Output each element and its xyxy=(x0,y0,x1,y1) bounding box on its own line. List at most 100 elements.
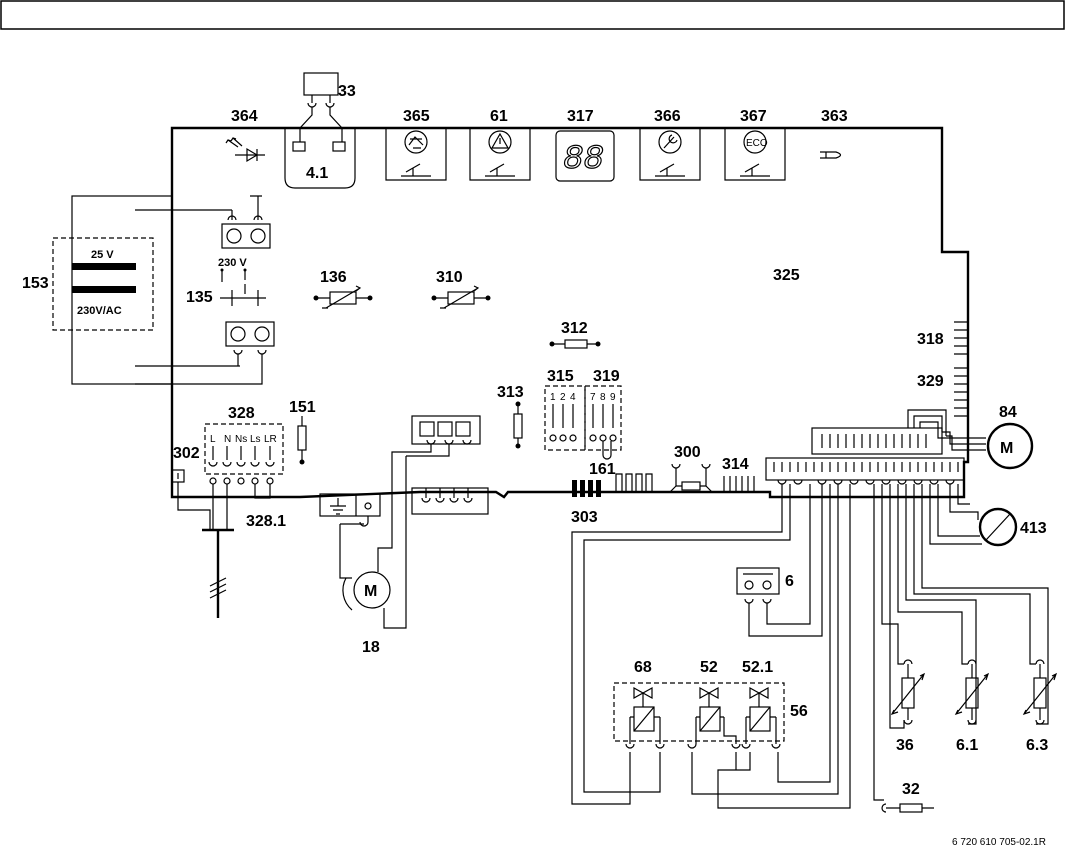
label-328-1: 328.1 xyxy=(246,513,286,530)
label-136: 136 xyxy=(320,269,347,286)
component-4-1: 4.1 xyxy=(284,128,356,189)
label-36: 36 xyxy=(896,737,914,754)
label-153: 153 xyxy=(22,275,49,292)
svg-text:N: N xyxy=(224,434,231,445)
component-366-button: 366 xyxy=(639,108,701,181)
control-board-outline xyxy=(170,126,970,499)
svg-text:7: 7 xyxy=(590,392,596,403)
svg-text:1: 1 xyxy=(550,392,556,403)
connector-161: 161 xyxy=(589,461,653,492)
label-230v: 230 V xyxy=(218,257,247,269)
label-303: 303 xyxy=(571,509,598,526)
terminal-230v xyxy=(135,321,275,385)
board-plug-bottom xyxy=(411,487,489,515)
label-6-3: 6.3 xyxy=(1026,737,1048,754)
svg-text:9: 9 xyxy=(610,392,616,403)
svg-text:8: 8 xyxy=(600,392,606,403)
component-315-319-coding: 315 319 1 2 4 7 8 9 xyxy=(544,368,622,460)
label-367: 367 xyxy=(740,108,767,125)
component-56-gas-valve: 56 68 52 52.1 xyxy=(613,659,808,749)
connector-314: 314 xyxy=(722,456,755,492)
label-328: 328 xyxy=(228,405,255,422)
label-315: 315 xyxy=(547,368,574,385)
component-302-earth: 302 xyxy=(171,445,234,618)
label-413: 413 xyxy=(1020,520,1047,537)
svg-text:Ls: Ls xyxy=(250,434,261,445)
svg-text:L: L xyxy=(210,434,216,445)
label-61: 61 xyxy=(490,108,508,125)
earth-terminal xyxy=(319,493,381,527)
component-364-led: 364 xyxy=(225,108,265,163)
label-313: 313 xyxy=(497,384,524,401)
label-363: 363 xyxy=(821,108,848,125)
component-365-button: 365 xyxy=(385,108,447,181)
label-33: 33 xyxy=(338,83,356,100)
label-325: 325 xyxy=(773,267,800,284)
component-367-eco-button: 367 ECO xyxy=(724,108,786,181)
component-413: 413 xyxy=(929,484,1047,547)
component-18-pump: M 18 xyxy=(339,456,407,656)
svg-text:LR: LR xyxy=(264,434,277,445)
label-6: 6 xyxy=(785,573,794,590)
connector-329: 329 xyxy=(917,367,968,417)
component-6-1: 6.1 xyxy=(954,659,990,754)
label-230vac: 230V/AC xyxy=(77,305,122,317)
label-302: 302 xyxy=(173,445,200,462)
terminal-25v xyxy=(221,195,271,249)
valve-wiring xyxy=(571,484,851,809)
component-310-ntc: 310 xyxy=(431,269,491,309)
svg-text:2: 2 xyxy=(560,392,566,403)
display-digits: 88 xyxy=(563,141,604,179)
label-312: 312 xyxy=(561,320,588,337)
label-56: 56 xyxy=(790,703,808,720)
label-32: 32 xyxy=(902,781,920,798)
component-33: 33 xyxy=(299,72,356,142)
label-365: 365 xyxy=(403,108,430,125)
sensor-wiring xyxy=(873,484,1049,801)
motor-18-text: M xyxy=(364,583,377,600)
svg-text:Ns: Ns xyxy=(235,434,247,445)
motor-84-text: M xyxy=(1000,440,1013,457)
label-52-1: 52.1 xyxy=(742,659,773,676)
label-18: 18 xyxy=(362,639,380,656)
component-136-ntc: 136 xyxy=(313,269,373,309)
component-36: 36 xyxy=(890,659,926,754)
label-135: 135 xyxy=(186,289,213,306)
connector-303: 303 xyxy=(571,480,601,526)
pump-connector xyxy=(391,415,481,457)
eco-text: ECO xyxy=(746,138,768,149)
component-153-transformer: 153 25 V 230V/AC xyxy=(22,195,240,385)
component-32: 32 xyxy=(881,781,934,813)
connector-318: 318 xyxy=(917,321,968,355)
component-313-fuse: 313 xyxy=(497,384,524,449)
label-314: 314 xyxy=(722,456,749,473)
component-6-3: 6.3 xyxy=(1022,659,1058,754)
label-25v: 25 V xyxy=(91,249,114,261)
label-364: 364 xyxy=(231,108,258,125)
component-363: 363 xyxy=(820,108,848,159)
component-61-button: 61 xyxy=(469,108,531,181)
connector-84-block xyxy=(811,409,986,455)
svg-text:4: 4 xyxy=(570,392,576,403)
label-319: 319 xyxy=(593,368,620,385)
component-84-motor: 84 M xyxy=(986,404,1034,470)
component-312-fuse: 312 xyxy=(549,320,601,349)
label-310: 310 xyxy=(436,269,463,286)
component-328-terminal: 328 L N Ns Ls LR 328.1 xyxy=(204,405,286,530)
component-6: 6 xyxy=(736,484,823,637)
label-68: 68 xyxy=(634,659,652,676)
label-300: 300 xyxy=(674,444,701,461)
component-151-fuse: 151 xyxy=(289,399,316,465)
label-317: 317 xyxy=(567,108,594,125)
label-52: 52 xyxy=(700,659,718,676)
component-300: 300 xyxy=(664,444,718,493)
label-329: 329 xyxy=(917,373,944,390)
component-317-display: 317 88 xyxy=(555,108,615,182)
label-4-1: 4.1 xyxy=(306,165,328,182)
label-366: 366 xyxy=(654,108,681,125)
label-161: 161 xyxy=(589,461,616,478)
label-318: 318 xyxy=(917,331,944,348)
label-6-1: 6.1 xyxy=(956,737,978,754)
label-84: 84 xyxy=(999,404,1017,421)
